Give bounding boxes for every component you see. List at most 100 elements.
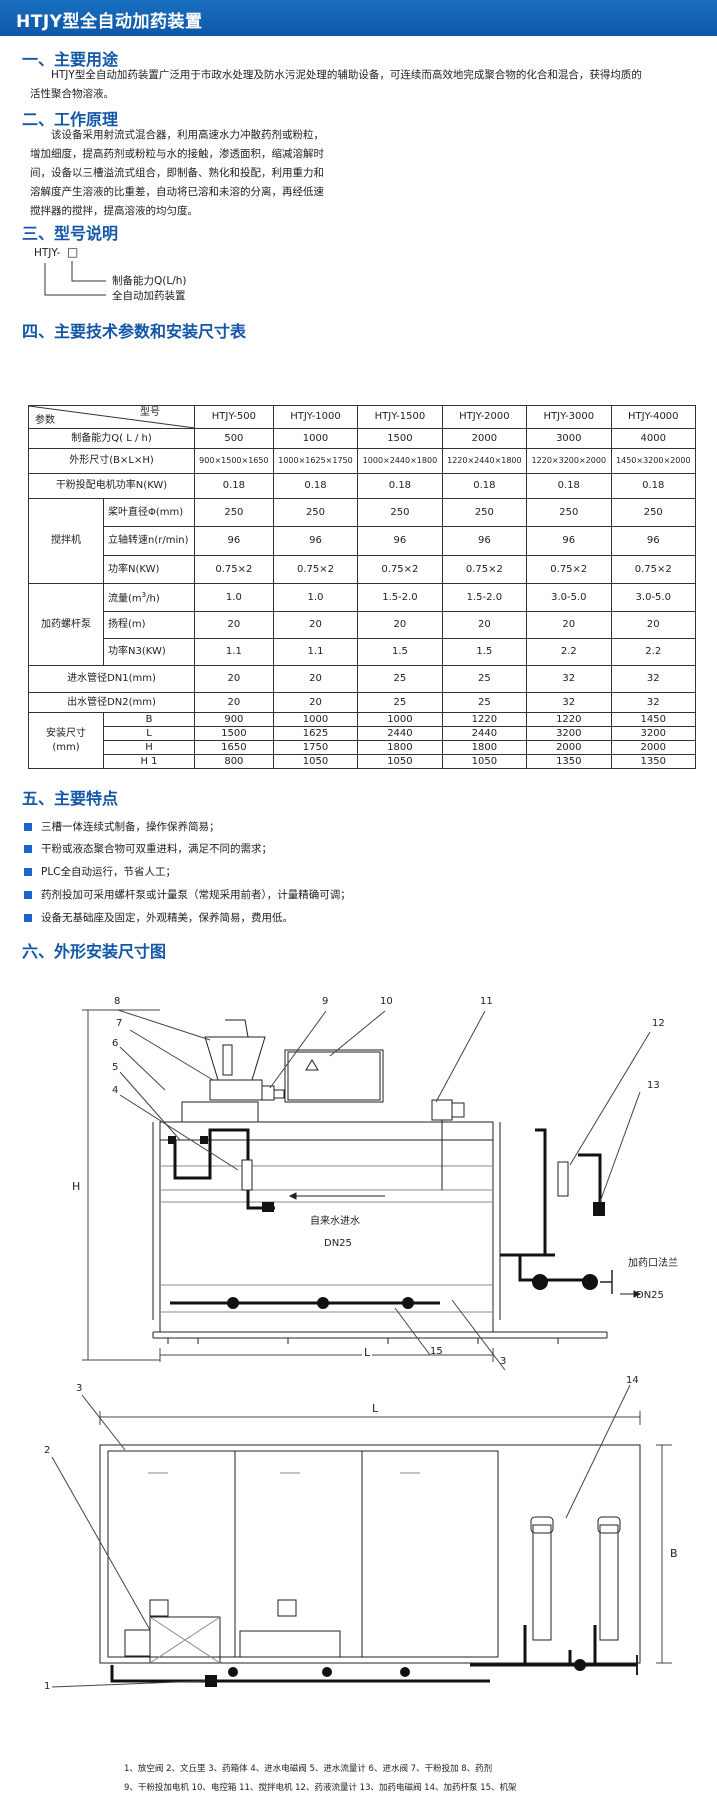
table-cell: 0.75×2 bbox=[272, 555, 359, 584]
principle-line: 间，设备以三槽溢流式组合，即制备、熟化和投配，利用重力和 bbox=[30, 167, 324, 179]
table-row: 进水管径DN1(mm) 20 20 25 25 32 32 bbox=[28, 665, 697, 693]
table-cell: 1625 bbox=[272, 726, 359, 741]
feature-item: 设备无基础座及固定，外观精美，保养简易，费用低。 bbox=[24, 910, 293, 925]
plan-dimension-B-label: B bbox=[670, 1547, 678, 1560]
plan-leader-lines bbox=[51, 1384, 631, 1688]
table-row: 加药螺杆泵 流量(m3/h) 1.0 1.0 1.5-2.0 1.5-2.0 3… bbox=[28, 583, 697, 666]
outlet-dn-label: DN25 bbox=[636, 1290, 664, 1301]
row-label: 外形尺寸(B×L×H) bbox=[28, 448, 195, 474]
leader-lines bbox=[117, 1009, 651, 1370]
table-cell: 250 bbox=[441, 498, 528, 527]
table-cell: 1000 bbox=[357, 712, 443, 727]
outlet-flange bbox=[600, 1270, 613, 1294]
row-label: H 1 bbox=[103, 754, 195, 769]
principle-line: 该设备采用射流式混合器，利用高速水力冲散药剂或粉粒， bbox=[51, 129, 324, 141]
group-label-install: 安装尺寸(mm) bbox=[28, 712, 104, 769]
table-cell: 3200 bbox=[526, 726, 612, 741]
callout-10: 10 bbox=[380, 996, 393, 1007]
table-row: 功率N(KW) 0.75×2 0.75×2 0.75×2 0.75×2 0.75… bbox=[29, 555, 697, 584]
table-cell: 96 bbox=[194, 526, 274, 556]
corner-diagonal bbox=[29, 406, 195, 428]
callout-15: 15 bbox=[430, 1346, 443, 1357]
callout-3: 3 bbox=[76, 1383, 83, 1394]
section-model-heading: 三、型号说明 bbox=[22, 224, 119, 243]
feature-text: 干粉或液态聚合物可双重进料，满足不同的需求； bbox=[41, 843, 272, 855]
section-features-heading: 五、主要特点 bbox=[22, 789, 119, 808]
legend: 1、放空阀 2、文丘里 3、药箱体 4、进水电磁阀 5、进水流量计 6、进水阀 … bbox=[124, 1760, 517, 1798]
model-code: HTJY- bbox=[34, 247, 61, 259]
bullet-square-icon bbox=[24, 914, 32, 922]
table-cell: 1450×3200×2000 bbox=[610, 448, 697, 474]
table-cell: 2.2 bbox=[526, 638, 612, 666]
header-model-label: 型号 bbox=[140, 407, 160, 418]
principle-line: 搅拌器的搅拌，提高溶液的均匀度。 bbox=[30, 205, 198, 217]
model-capacity-label: 制备能力Q(L/h) bbox=[112, 275, 187, 287]
section-drawing-heading: 六、外形安装尺寸图 bbox=[22, 942, 167, 961]
table-cell: 1.0 bbox=[194, 583, 274, 612]
feature-text: 三槽一体连续式制备，操作保养简易； bbox=[41, 821, 220, 833]
feature-item: PLC全自动运行，节省人工； bbox=[24, 864, 176, 879]
table-cell: 1.0 bbox=[272, 583, 359, 612]
table-cell: 0.18 bbox=[441, 473, 528, 499]
table-cell: 500 bbox=[194, 428, 274, 449]
table-cell: 20 bbox=[194, 665, 274, 693]
table-cell: 250 bbox=[526, 498, 612, 527]
usage-line: HTJY型全自动加药装置广泛用于市政水处理及防水污泥处理的辅助设备，可连续而高效… bbox=[51, 69, 642, 81]
table-cell: 2000 bbox=[610, 740, 697, 755]
feature-text: PLC全自动运行，节省人工； bbox=[41, 866, 177, 878]
title-bar: HTJY型全自动加药装置 bbox=[0, 0, 717, 36]
side-elevation-drawing bbox=[82, 1009, 651, 1370]
table-cell: 0.75×2 bbox=[194, 555, 274, 584]
callout-4: 4 bbox=[112, 1085, 119, 1096]
row-label-flow: 流量(m3/h) bbox=[103, 583, 195, 612]
table-row: L 1500 1625 2440 2440 3200 3200 bbox=[29, 726, 697, 741]
table-cell: 0.18 bbox=[357, 473, 443, 499]
row-label: 功率N(KW) bbox=[103, 555, 195, 584]
row-label: L bbox=[103, 726, 195, 741]
table-cell: 1.5 bbox=[441, 638, 528, 666]
table-cell: 96 bbox=[357, 526, 443, 556]
table-cell: 1.5-2.0 bbox=[357, 583, 443, 612]
table-row: 搅拌机 桨叶直径Φ(mm) 250 250 250 250 250 250 bbox=[28, 498, 697, 584]
plan-pumps bbox=[530, 1516, 621, 1641]
dimension-lines bbox=[82, 1009, 494, 1362]
table-cell: 1220 bbox=[441, 712, 528, 727]
principle-line: 增加细度，提高药剂或粉粒与水的接触，渗透面积，缩减溶解时 bbox=[30, 148, 324, 160]
table-cell: 1050 bbox=[272, 754, 359, 769]
callout-7: 7 bbox=[116, 1018, 123, 1029]
plan-valves bbox=[205, 1659, 586, 1687]
model-bracket-lines bbox=[44, 261, 106, 296]
table-cell: 1000×1625×1750 bbox=[272, 448, 359, 474]
callout-3: 3 bbox=[500, 1356, 507, 1367]
model-header: HTJY-3000 bbox=[526, 405, 612, 429]
plan-mixers bbox=[149, 1599, 297, 1617]
table-cell: 0.75×2 bbox=[610, 555, 697, 584]
group-label-mixer: 搅拌机 bbox=[28, 498, 104, 584]
model-header: HTJY-2000 bbox=[441, 405, 528, 429]
hopper bbox=[181, 1019, 266, 1123]
principle-text: 该设备采用射流式混合器，利用高速水力冲散药剂或粉粒， 增加细度，提高药剂或粉粒与… bbox=[30, 126, 695, 221]
table-cell: 0.18 bbox=[194, 473, 274, 499]
bullet-square-icon bbox=[24, 823, 32, 831]
callout-6: 6 bbox=[112, 1038, 119, 1049]
callout-5: 5 bbox=[112, 1062, 119, 1073]
table-cell: 1220 bbox=[526, 712, 612, 727]
mixer-motor bbox=[431, 1099, 465, 1190]
table-cell: 20 bbox=[272, 692, 359, 713]
table-cell: 20 bbox=[272, 665, 359, 693]
water-inlet-label: 自来水进水 bbox=[310, 1216, 360, 1227]
table-row: 立轴转速n(r/min) 96 96 96 96 96 96 bbox=[29, 526, 697, 556]
table-cell: 1050 bbox=[441, 754, 528, 769]
water-in-arrow-head bbox=[288, 1192, 297, 1200]
model-header: HTJY-1500 bbox=[357, 405, 443, 429]
table-cell: 4000 bbox=[610, 428, 697, 449]
table-cell: 0.18 bbox=[526, 473, 612, 499]
table-cell: 2440 bbox=[357, 726, 443, 741]
row-label: 桨叶直径Φ(mm) bbox=[103, 498, 195, 527]
table-cell: 32 bbox=[610, 665, 697, 693]
table-row: 功率N3(KW) 1.1 1.1 1.5 1.5 2.2 2.2 bbox=[29, 638, 697, 666]
table-corner-cell: 型号 参数 bbox=[28, 405, 195, 429]
row-label: 扬程(m) bbox=[103, 611, 195, 639]
table-cell: 32 bbox=[610, 692, 697, 713]
table-cell: 1000 bbox=[272, 712, 359, 727]
